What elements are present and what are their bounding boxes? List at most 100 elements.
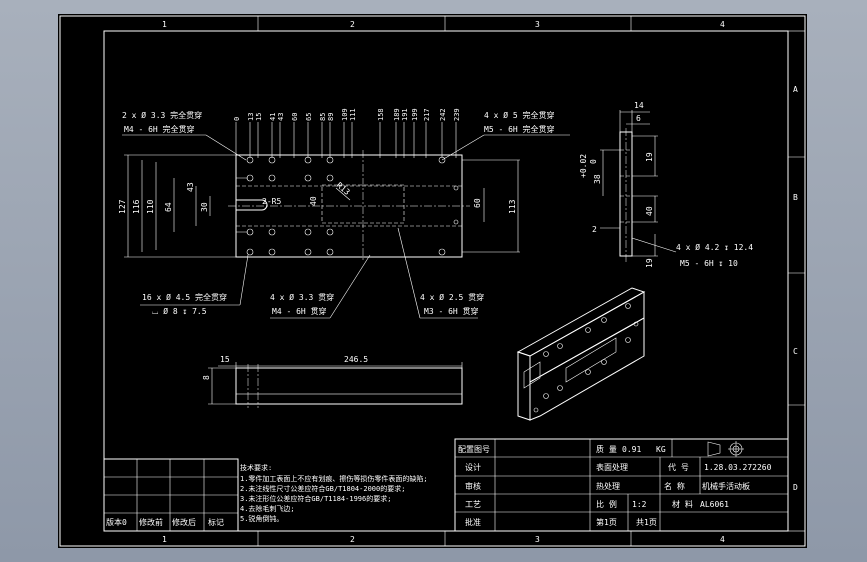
tb-scale-value: 1:2 [632,500,647,509]
zone-right-b: B [793,193,798,202]
side-dim-6: 6 [636,114,641,123]
top-dim-13: 13 [247,113,255,121]
revision-block: 版本0 修改前 修改后 标记 [103,458,239,532]
left-slot [236,199,268,211]
right-zone-strip [787,30,806,532]
tb-material-label: 材 料 [672,499,693,509]
zone-right-c: C [793,347,798,356]
side-dim-14: 14 [634,101,644,110]
callout-4x33: 4 x Ø 3.3 贯穿 [270,292,334,302]
tb-material-value: AL6061 [700,500,729,509]
projection-symbol-icon [707,441,744,457]
top-dim-15: 15 [255,113,263,121]
tb-code-value: 1.28.03.272260 [704,463,772,472]
callout-4x5: 4 x Ø 5 完全贯穿 [484,110,555,120]
top-dim-109: 109 [341,108,349,121]
tech-notes: 技术要求: 1.零件加工表面上不应有划痕、擦伤等损伤零件表面的缺陷; 2.未注线… [240,463,428,523]
inner-dim-2r5: 2-R5 [262,197,281,206]
bottom-dim-8: 8 [202,375,211,380]
callout-4x33-thread: M4 - 6H 贯穿 [272,306,327,316]
side-callout-4x42: 4 x Ø 4.2 ↧ 12.4 [676,242,753,252]
left-dim-30: 30 [200,202,209,212]
tech-note-3: 3.未注形位公差应符合GB/T1184-1996的要求; [240,494,391,503]
bottom-view: 15 246.5 8 [202,355,463,408]
rev-label-version: 版本0 [106,517,127,527]
right-dim-113: 113 [508,199,517,214]
callout-16x45: 16 x Ø 4.5 完全贯穿 [142,292,227,302]
side-view: 14 6 +0.02 0 38 19 40 2 19 4 x Ø 4.2 ↧ 1… [579,101,753,268]
left-dim-127: 127 [118,199,127,214]
tb-drawing-no-label: 配置图号 [458,445,490,454]
top-dim-239: 239 [453,108,461,121]
tb-process-label: 工艺 [465,500,481,509]
tb-code-label: 代 号 [668,462,689,472]
zone-top-1: 1 [162,20,167,29]
tb-part-name: 机械手活动板 [702,481,750,491]
tech-note-2: 2.未注线性尺寸公差应符合GB/T1804-2000的要求; [240,484,405,493]
top-dim-0: 0 [233,117,241,121]
tb-page-label: 第1页 [596,517,617,527]
zone-right-d: D [793,483,798,492]
tb-total-pages: 共1页 [636,518,657,527]
bottom-dim-15: 15 [220,355,230,364]
left-dim-116: 116 [132,199,141,214]
zone-bottom-4: 4 [720,535,725,544]
callout-2x33-thread: M4 - 6H 完全贯穿 [124,124,195,134]
top-dim-191: 191 [401,108,409,121]
zone-top-2: 2 [350,20,355,29]
top-dim-89: 89 [327,113,335,121]
top-dim-43: 43 [277,113,285,121]
side-dim-40: 40 [645,206,654,216]
side-dim-38: 38 [593,174,602,184]
top-dim-199: 199 [411,108,419,121]
callout-16x45-cbore: ⌴ Ø 8 ↧ 7.5 [152,306,207,316]
callout-4x25: 4 x Ø 2.5 贯穿 [420,292,484,302]
top-dim-217: 217 [423,108,431,121]
side-dim-19a: 19 [645,152,654,162]
zone-bottom-1: 1 [162,535,167,544]
isometric-view [516,287,646,421]
tech-note-4: 4.去除毛刺飞边; [240,504,295,513]
top-dim-65: 65 [305,113,313,121]
zone-bottom-3: 3 [535,535,540,544]
top-view: 0 13 15 41 43 60 65 85 89 109 111 158 18… [118,108,570,319]
side-dim-2: 2 [592,225,597,234]
zone-right-a: A [793,85,798,94]
tb-surface-label: 表面处理 [596,462,628,472]
rev-label-mark: 标记 [208,517,224,527]
tb-design-label: 设计 [465,462,481,472]
tech-note-5: 5.锐角倒钝。 [240,514,283,523]
tb-mass-label: 质 量 [596,444,617,454]
top-dim-242: 242 [439,108,447,121]
tb-heat-label: 热处理 [596,481,620,491]
tb-review-label: 审核 [465,481,481,491]
tech-notes-title: 技术要求: [240,463,272,472]
tb-scale-label: 比 例 [596,499,617,509]
top-dim-111: 111 [349,108,357,121]
drawing-paper [58,14,807,548]
bottom-dim-246-5: 246.5 [344,355,368,364]
callout-4x5-thread: M5 - 6H 完全贯穿 [484,124,555,134]
inner-dim-40: 40 [309,196,318,206]
zone-bottom-2: 2 [350,535,355,544]
zone-ticks [257,16,805,546]
tb-name-label: 名 称 [664,481,685,491]
side-dim-tol: +0.02 [579,154,588,178]
callout-4x25-thread: M3 - 6H 贯穿 [424,306,479,316]
tb-mass-value: 0.91 [622,445,641,454]
side-dim-tol-0: 0 [589,159,598,164]
top-dim-189: 189 [393,108,401,121]
title-block: 配置图号 质 量 0.91 KG 设计 表面处理 代 号 1.28.03.272… [454,438,789,532]
left-dim-64: 64 [164,202,173,212]
tech-note-1: 1.零件加工表面上不应有划痕、擦伤等损伤零件表面的缺陷; [240,474,428,483]
top-dim-41: 41 [269,113,277,121]
rev-label-before: 修改前 [139,517,163,527]
callout-2x33: 2 x Ø 3.3 完全贯穿 [122,110,202,120]
slot-dim-60: 60 [473,198,482,208]
side-dim-19b: 19 [645,258,654,268]
zone-top-4: 4 [720,20,725,29]
side-callout-thread: M5 - 6H ↧ 10 [680,259,738,268]
rev-label-after: 修改后 [172,517,196,527]
left-dim-43: 43 [186,182,195,192]
